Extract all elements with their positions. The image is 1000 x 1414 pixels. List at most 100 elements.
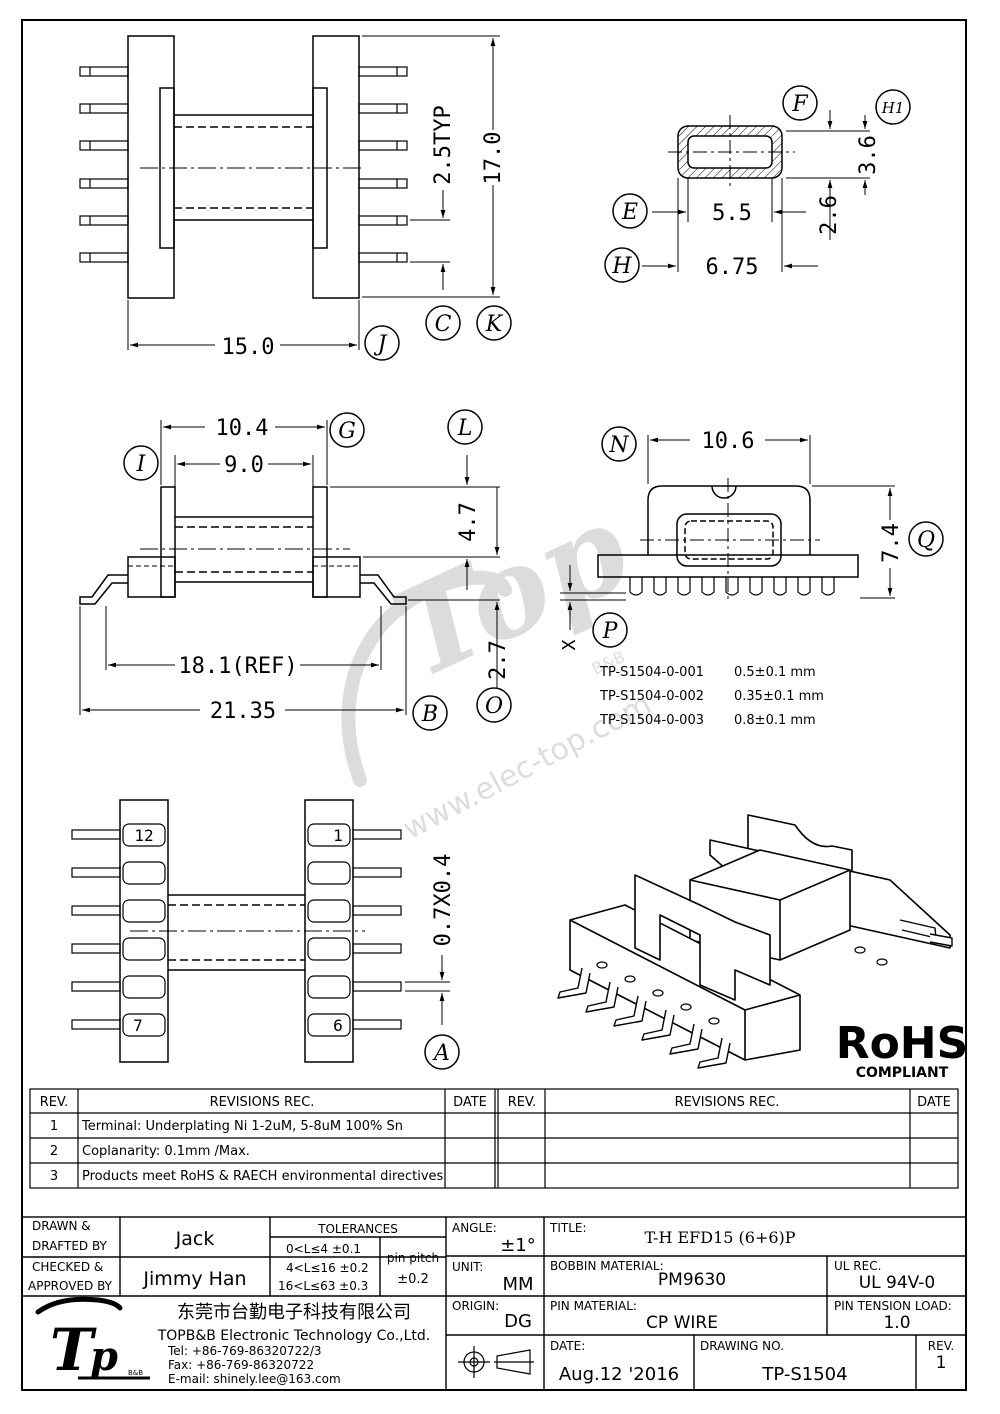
dim-10-4: 10.4 [216, 416, 269, 441]
revisions-header: REVISIONS REC. [210, 1095, 315, 1110]
angle-value: ±1° [500, 1235, 536, 1256]
revision-table: REV. REVISIONS REC. DATE REV. REVISIONS … [29, 1088, 959, 1189]
dim-4-7: 4.7 [456, 502, 481, 542]
callout-h: H [604, 247, 640, 283]
rev-text: Terminal: Underplating Ni 1-2uM, 5-8uM 1… [81, 1119, 403, 1134]
ul-rec: UL 94V-0 [859, 1273, 936, 1293]
svg-text:H: H [611, 254, 632, 279]
rev-number: 2 [50, 1144, 58, 1159]
dim-15-0: 15.0 [222, 335, 275, 360]
pin-material-label: PIN MATERIAL: [550, 1299, 637, 1313]
dim-6-75: 6.75 [706, 255, 759, 280]
date-label: DATE: [550, 1339, 585, 1353]
rev-text: Coplanarity: 0.1mm /Max. [82, 1144, 250, 1159]
logo-mark: T [50, 1316, 97, 1384]
company-name-cn: 东莞市台勤电子科技有限公司 [177, 1302, 411, 1323]
svg-text:L: L [457, 416, 473, 441]
variant-value: 0.35±0.1 mm [734, 689, 824, 704]
variant-value: 0.8±0.1 mm [734, 713, 816, 728]
pin-label-7: 7 [133, 1016, 143, 1035]
ul-rec-label: UL REC. [834, 1259, 881, 1273]
svg-text:K: K [485, 312, 504, 337]
variant-part: TP-S1504-0-002 [599, 689, 704, 704]
date-header: DATE [453, 1095, 487, 1110]
svg-text:Q: Q [917, 528, 935, 553]
svg-text:P: P [602, 619, 619, 644]
svg-text:C: C [435, 312, 452, 337]
callout-c: C [425, 305, 461, 341]
company-email: E-mail: shinely.lee@163.com [168, 1372, 341, 1386]
svg-text:F: F [791, 92, 808, 117]
variant-part: TP-S1504-0-003 [599, 713, 704, 728]
dim-2-7: 2.7 [486, 640, 511, 680]
rev-header: REV. [40, 1095, 69, 1110]
callout-f: F [782, 85, 818, 121]
dim-10-6: 10.6 [702, 429, 755, 454]
svg-text:I: I [136, 452, 147, 477]
variant-part: TP-S1504-0-001 [599, 665, 704, 680]
drawn-by: Jack [175, 1228, 215, 1250]
callout-q: Q [908, 521, 944, 557]
pin-tension: 1.0 [883, 1313, 910, 1333]
angle-label: ANGLE: [452, 1221, 497, 1235]
rohs-text: RoHS [836, 1018, 969, 1069]
unit-value: MM [502, 1274, 533, 1295]
drawing-no: TP-S1504 [761, 1364, 847, 1385]
logo-sub: B&B [128, 1369, 143, 1377]
isometric-view [557, 814, 953, 1069]
svg-text:N: N [608, 433, 629, 458]
approved-by: Jimmy Han [142, 1268, 246, 1290]
tolerance-row: 4<L≤16 ±0.2 [286, 1261, 369, 1275]
dim-17-0: 17.0 [481, 132, 506, 185]
callout-b: B [412, 695, 448, 731]
dim-2-5typ: 2.5TYP [431, 105, 456, 184]
company-name-en: TOPB&B Electronic Technology Co.,Ltd. [157, 1328, 431, 1344]
svg-text:G: G [338, 419, 356, 444]
callout-g: G [329, 412, 365, 448]
projection-symbol-icon [458, 1346, 534, 1378]
callout-h1: H1 [875, 89, 911, 125]
svg-text:O: O [485, 694, 503, 719]
rohs-compliant: COMPLIANT [856, 1065, 949, 1081]
rev-number: 1 [50, 1119, 58, 1134]
top-view [79, 35, 500, 350]
title-block: DRAWN & DRAFTED BY Jack CHECKED & APPROV… [21, 1216, 967, 1391]
bobbin-material: PM9630 [658, 1270, 726, 1290]
dim-0-7x0-4: 0.7X0.4 [431, 854, 456, 947]
pin-material: CP WIRE [646, 1313, 718, 1333]
pin-label-1: 1 [333, 826, 343, 845]
variant-value: 0.5±0.1 mm [734, 665, 816, 680]
svg-text:J: J [374, 332, 388, 357]
drawn-label: DRAWN & [32, 1219, 91, 1233]
bottom-view [71, 799, 450, 1063]
dim-9-0: 9.0 [224, 453, 264, 478]
front-view [560, 435, 895, 630]
callout-e: E [612, 193, 648, 229]
callout-a: A [424, 1034, 460, 1070]
pin-pitch-label: pin pitch [387, 1251, 439, 1265]
callout-i: I [123, 445, 159, 481]
date-header-2: DATE [917, 1095, 951, 1110]
svg-text:H1: H1 [881, 99, 905, 117]
dim-7-4: 7.4 [879, 523, 904, 563]
callout-o: O [476, 687, 512, 723]
dim-5-5: 5.5 [712, 201, 752, 226]
tolerance-row: 0<L≤4 ±0.1 [286, 1242, 361, 1256]
callouts: J C K F H1 E H G I L N Q P B O A [123, 85, 944, 1070]
svg-text:E: E [621, 200, 638, 225]
rev-number: 3 [50, 1169, 58, 1184]
variant-list: TP-S1504-0-001 0.5±0.1 mm TP-S1504-0-002… [599, 665, 824, 728]
bobbin-material-label: BOBBIN MATERIAL: [550, 1259, 664, 1273]
company-fax: Fax: +86-769-86320722 [168, 1358, 314, 1372]
drawing-title: T-H EFD15 (6+6)P [644, 1228, 795, 1247]
callout-k: K [476, 305, 512, 341]
rev-text: Products meet RoHS & RAECH environmental… [82, 1169, 444, 1184]
callout-p: P [592, 612, 628, 648]
pin-label-6: 6 [333, 1016, 343, 1035]
dim-2-6: 2.6 [817, 195, 842, 235]
unit-label: UNIT: [452, 1260, 483, 1274]
rev-label: REV. [928, 1339, 954, 1353]
tolerance-row: 16<L≤63 ±0.3 [278, 1279, 368, 1293]
approved-label: APPROVED BY [28, 1279, 113, 1293]
